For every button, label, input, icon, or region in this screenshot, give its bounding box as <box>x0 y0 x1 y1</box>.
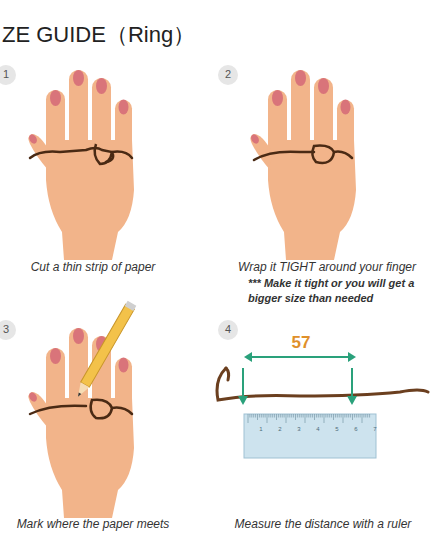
ruler-tick <box>295 414 296 420</box>
ruler-digit: 1 <box>255 426 267 432</box>
ruler-tick <box>346 414 347 418</box>
ruler-tick <box>333 414 334 420</box>
ruler-tick <box>339 414 340 418</box>
ruler-tick <box>354 414 355 418</box>
ruler-tick <box>367 414 368 418</box>
ruler-tick <box>287 414 288 418</box>
ruler-tick <box>305 414 306 423</box>
ruler-tick <box>310 414 311 418</box>
step-number: 3 <box>0 323 16 335</box>
ruler-tick <box>329 414 330 418</box>
guide-title: ZE GUIDE（Ring） <box>2 20 302 50</box>
ruler-tick <box>356 414 357 418</box>
ruler-tick <box>343 414 344 423</box>
ruler-tick <box>253 414 254 418</box>
ruler-tick <box>341 414 342 418</box>
ruler-tick <box>259 414 260 418</box>
ruler-tick <box>248 414 249 423</box>
ruler-tick <box>316 414 317 418</box>
ruler-tick <box>267 414 268 423</box>
ruler-tick <box>312 414 313 418</box>
ruler-tick <box>291 414 292 418</box>
ruler-tick <box>324 414 325 423</box>
ruler-digit: 7 <box>369 426 381 432</box>
step-caption: Wrap it TIGHT around your finger <box>224 260 430 274</box>
ruler-tick <box>301 414 302 418</box>
ruler-tick <box>348 414 349 418</box>
ruler-tick <box>272 414 273 418</box>
ruler-tick <box>274 414 275 418</box>
ruler-tick <box>327 414 328 418</box>
ruler-tick <box>249 414 250 418</box>
ruler-tick <box>255 414 256 418</box>
ruler-tick <box>286 414 287 423</box>
ruler-tick <box>299 414 300 418</box>
ruler-tick <box>369 414 370 418</box>
step-caption: Mark where the paper meets <box>8 517 178 531</box>
ruler-tick <box>293 414 294 418</box>
ruler-tick <box>363 414 364 418</box>
ruler-tick <box>331 414 332 418</box>
ruler-tick <box>303 414 304 418</box>
ruler-tick <box>318 414 319 418</box>
ruler-tick <box>352 414 353 420</box>
ruler-tick <box>337 414 338 418</box>
ruler-tick <box>257 414 258 420</box>
ruler-tick <box>282 414 283 418</box>
ruler-tick <box>280 414 281 418</box>
ruler-tick <box>306 414 307 418</box>
ruler-tick <box>360 414 361 418</box>
step-number: 1 <box>0 68 16 80</box>
step-caption: Measure the distance with a ruler <box>220 517 426 531</box>
ruler-tick <box>320 414 321 418</box>
ruler-tick <box>314 414 315 420</box>
ruler-tick <box>270 414 271 418</box>
ruler-tick <box>268 414 269 418</box>
ruler-tick <box>289 414 290 418</box>
ruler-tick <box>297 414 298 418</box>
ruler-tick <box>325 414 326 418</box>
ruler-digit: 2 <box>274 426 286 432</box>
ruler-digit: 4 <box>312 426 324 432</box>
ruler-tick <box>358 414 359 418</box>
ruler-tick <box>322 414 323 418</box>
step-caption: Cut a thin strip of paper <box>8 260 178 274</box>
ruler-tick <box>365 414 366 418</box>
ruler-tick <box>265 414 266 418</box>
ruler-digit: 3 <box>293 426 305 432</box>
ruler-tick <box>335 414 336 418</box>
step-number: 4 <box>218 323 238 335</box>
ruler-digit: 5 <box>331 426 343 432</box>
ruler-tick <box>308 414 309 418</box>
ruler-tick <box>261 414 262 418</box>
ruler-tick <box>362 414 363 423</box>
ruler-tick <box>276 414 277 420</box>
measurement-value: 57 <box>276 333 326 353</box>
step-number: 2 <box>218 68 238 80</box>
ruler-tick <box>344 414 345 418</box>
warning-note: *** Make it tight or you will get a bigg… <box>248 276 430 306</box>
ruler-tick <box>263 414 264 418</box>
ruler-tick <box>350 414 351 418</box>
ruler-digit: 6 <box>350 426 362 432</box>
ruler-tick <box>284 414 285 418</box>
ruler-tick <box>251 414 252 418</box>
ruler-tick <box>278 414 279 418</box>
